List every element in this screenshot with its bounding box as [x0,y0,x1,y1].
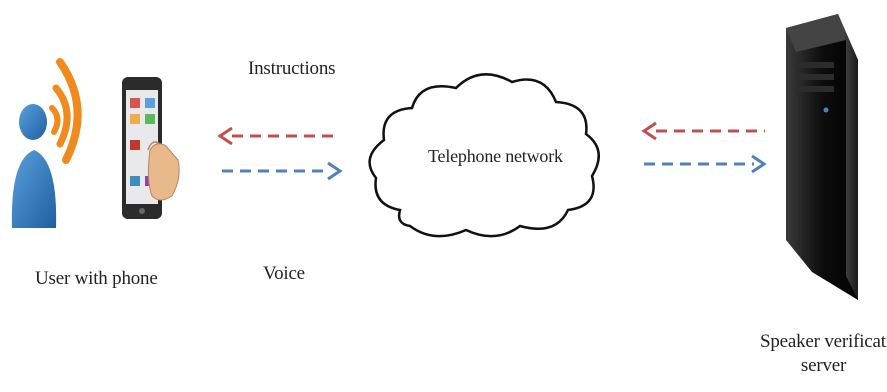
voice-arrow [222,161,343,181]
server-label: Speaker verification server [760,330,887,378]
user-with-phone-label: User with phone [35,268,158,289]
server-voice-arrow [644,154,767,174]
finger-touch-icon [147,141,180,201]
wireless-signal-icon [49,58,82,164]
cloud-icon [368,73,600,238]
user-figure-icon [11,104,57,228]
instructions-label: Instructions [248,58,336,79]
server-instructions-arrow [641,121,765,141]
server-label-line1: Speaker verification [760,331,887,352]
telephone-network-label: Telephone network [428,146,563,166]
server-tower-icon [786,14,858,300]
server-label-line2: server [800,355,847,376]
instructions-arrow [217,126,338,146]
voice-label: Voice [263,263,305,284]
